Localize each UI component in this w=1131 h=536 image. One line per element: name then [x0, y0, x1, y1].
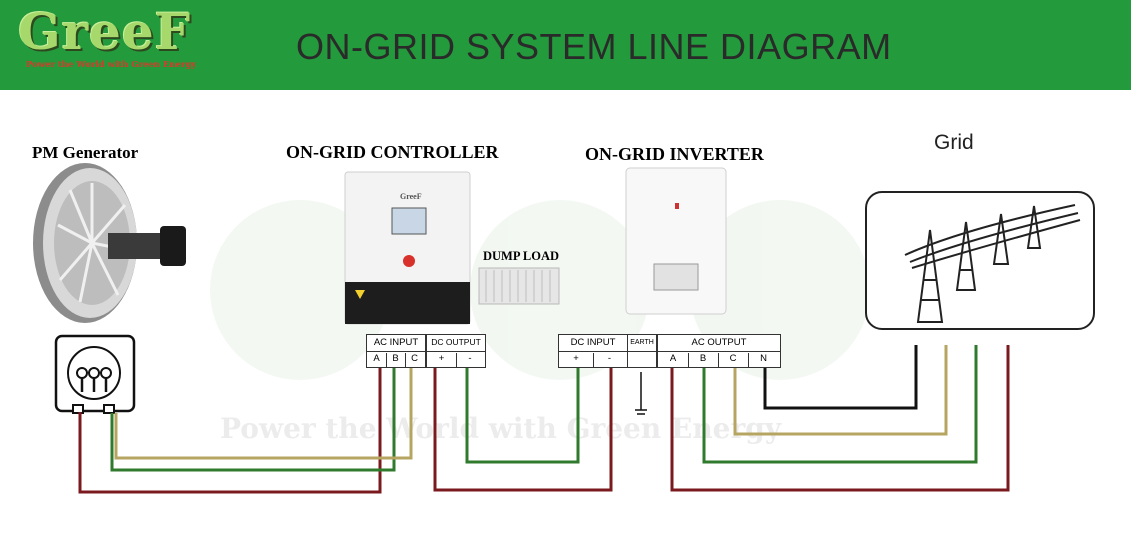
wire-green-gen-to-ac-b — [110, 368, 396, 472]
ac-output-pin-b: B — [688, 353, 719, 367]
earth-label: EARTH — [630, 339, 654, 346]
ac-input-label: AC INPUT — [373, 337, 419, 348]
inverter-ac-output-terminal: AC OUTPUT A B C N — [657, 334, 781, 368]
page-title: ON-GRID SYSTEM LINE DIAGRAM — [296, 26, 892, 67]
watermark-text: Power the World with Green Energy — [220, 412, 782, 445]
earth-ground-symbol — [635, 372, 647, 415]
dump-load-image — [478, 267, 560, 305]
dc-output-pin-negative: - — [468, 353, 472, 364]
wire-red-gen-to-ac-a — [78, 368, 382, 494]
dc-input-pin-positive: + — [559, 353, 594, 367]
controller-brand-label: GreeF — [400, 192, 422, 201]
controller-dc-output-terminal: DC OUTPUT + - — [426, 334, 486, 368]
pm-generator-label: PM Generator — [32, 143, 139, 162]
wire-green-ac-out-b — [702, 345, 978, 464]
wire-red-ac-out-a — [670, 345, 1010, 492]
generator-terminal-box — [54, 334, 136, 414]
pm-generator-image — [33, 163, 186, 323]
inverter-earth-terminal: EARTH — [627, 334, 657, 368]
dc-input-pin-negative: - — [607, 353, 612, 364]
dump-load-label: DUMP LOAD — [483, 249, 560, 263]
inverter-dc-input-terminal: DC INPUT + - — [558, 334, 628, 368]
ac-output-pin-a: A — [658, 353, 689, 367]
controller-image — [344, 171, 471, 325]
controller-ac-input-terminal: AC INPUT A B C — [366, 334, 426, 368]
ac-input-pin-a: A — [367, 353, 387, 367]
wire-black-ac-out-n — [763, 345, 918, 410]
wire-green-dc-negative — [465, 368, 580, 464]
ac-input-pin-b: B — [386, 353, 406, 367]
ac-output-pin-c: C — [718, 353, 749, 367]
dc-output-label: DC OUTPUT — [431, 337, 481, 347]
logo-tagline: Power the World with Green Energy — [26, 60, 197, 70]
wire-yellow-ac-out-c — [733, 345, 948, 436]
ac-input-pin-c: C — [411, 353, 418, 364]
grid-image — [865, 191, 1095, 330]
controller-label: ON-GRID CONTROLLER — [286, 142, 499, 162]
dc-input-label: DC INPUT — [570, 337, 616, 348]
wire-yellow-gen-to-ac-c — [114, 368, 413, 460]
greef-logo: GreeF Power the World with Green Energy — [18, 2, 218, 71]
inverter-label: ON-GRID INVERTER — [585, 144, 764, 164]
logo-wordmark: GreeF — [18, 2, 192, 61]
grid-label: Grid — [934, 131, 974, 154]
wire-red-dc-positive — [433, 368, 613, 492]
ac-output-label: AC OUTPUT — [691, 337, 747, 348]
ac-output-pin-n: N — [760, 353, 767, 364]
dc-output-pin-positive: + — [427, 353, 457, 367]
inverter-image — [625, 167, 727, 315]
header-bar: GreeF Power the World with Green Energy … — [0, 0, 1131, 90]
